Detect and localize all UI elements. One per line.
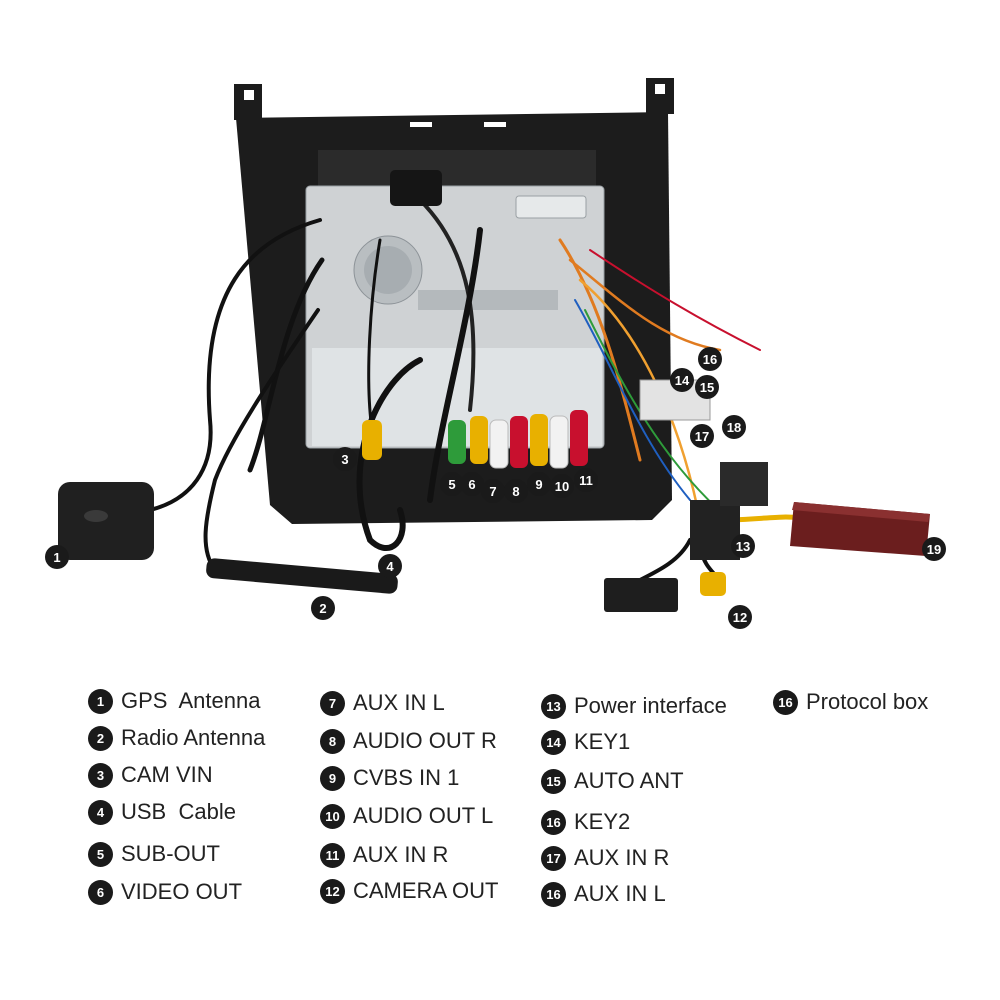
legend-number: 6	[88, 879, 113, 905]
legend-number: 4	[88, 799, 113, 825]
callout-17: 17	[690, 424, 714, 448]
legend-item: 4 USB Cable	[88, 799, 236, 825]
product-photo	[58, 78, 930, 612]
callout-9: 9	[527, 472, 551, 496]
callout-18: 18	[722, 415, 746, 439]
legend-number: 3	[88, 762, 113, 788]
callout-16: 16	[698, 347, 722, 371]
legend-number: 12	[320, 878, 345, 904]
legend-label: CAMERA OUT	[353, 878, 499, 903]
legend-item: 1 GPS Antenna	[88, 688, 260, 714]
legend-number: 14	[541, 729, 566, 755]
legend-number: 16	[773, 689, 798, 715]
legend-item: 3 CAM VIN	[88, 762, 213, 788]
radio-antenna	[206, 558, 398, 594]
legend-label: KEY2	[574, 809, 631, 834]
legend-label: AUDIO OUT R	[353, 728, 497, 753]
callout-8: 8	[504, 479, 528, 503]
legend-number: 13	[541, 693, 566, 719]
legend-label: AUX IN L	[353, 690, 445, 715]
legend-item: 5 SUB-OUT	[88, 841, 220, 867]
legend-item: 12 CAMERA OUT	[320, 878, 498, 904]
callout-15: 15	[695, 375, 719, 399]
legend-label: KEY1	[574, 729, 631, 754]
callout-2: 2	[311, 596, 335, 620]
legend-item: 16 AUX IN L	[541, 881, 666, 907]
legend-label: AUX IN R	[574, 845, 670, 870]
legend-label: AUX IN L	[574, 881, 666, 906]
legend-item: 6 VIDEO OUT	[88, 879, 242, 905]
legend-label: AUTO ANT	[574, 768, 684, 793]
legend-label: USB Cable	[121, 799, 236, 824]
legend-number: 16	[541, 881, 566, 907]
legend-number: 10	[320, 803, 345, 829]
callout-3: 3	[333, 447, 357, 471]
legend-item: 16 KEY2	[541, 809, 630, 835]
callout-13: 13	[731, 534, 755, 558]
legend-label: Power interface	[574, 693, 727, 718]
callout-12: 12	[728, 605, 752, 629]
legend-label: AUDIO OUT L	[353, 803, 494, 828]
legend-label: VIDEO OUT	[121, 879, 243, 904]
callout-6: 6	[460, 472, 484, 496]
legend-number: 2	[88, 725, 113, 751]
legend-item: 15 AUTO ANT	[541, 768, 684, 794]
legend-item: 14 KEY1	[541, 729, 630, 755]
callout-1: 1	[45, 545, 69, 569]
callout-19: 19	[922, 537, 946, 561]
callout-10: 10	[550, 474, 574, 498]
legend-item: 8 AUDIO OUT R	[320, 728, 497, 754]
legend-item: 13 Power interface	[541, 693, 727, 719]
legend-label: CAM VIN	[121, 762, 213, 787]
legend-number: 9	[320, 765, 345, 791]
legend-label: GPS Antenna	[121, 688, 261, 713]
callout-5: 5	[440, 472, 464, 496]
connector-plugs	[390, 170, 768, 612]
gps-antenna	[58, 482, 154, 560]
legend-item: 7 AUX IN L	[320, 690, 445, 716]
legend-item: 2 Radio Antenna	[88, 725, 265, 751]
legend-number: 11	[320, 842, 345, 868]
callout-11: 11	[574, 468, 598, 492]
legend-label: AUX IN R	[353, 842, 449, 867]
legend-number: 16	[541, 809, 566, 835]
legend-item: 16 Protocol box	[773, 689, 928, 715]
legend-number: 7	[320, 690, 345, 716]
callout-14: 14	[670, 368, 694, 392]
legend-item: 9 CVBS IN 1	[320, 765, 459, 791]
legend-item: 17 AUX IN R	[541, 845, 669, 871]
legend-number: 8	[320, 728, 345, 754]
legend-label: CVBS IN 1	[353, 765, 460, 790]
chassis	[305, 185, 605, 449]
legend-item: 11 AUX IN R	[320, 842, 448, 868]
protocol-box	[790, 502, 930, 556]
legend-item: 10 AUDIO OUT L	[320, 803, 493, 829]
legend-number: 17	[541, 845, 566, 871]
legend-number: 1	[88, 688, 113, 714]
legend-number: 5	[88, 841, 113, 867]
callout-7: 7	[481, 479, 505, 503]
legend-label: SUB-OUT	[121, 841, 220, 866]
callout-4: 4	[378, 554, 402, 578]
legend-label: Protocol box	[806, 689, 929, 714]
rca-connectors	[362, 410, 726, 596]
legend-label: Radio Antenna	[121, 725, 266, 750]
legend-number: 15	[541, 768, 566, 794]
